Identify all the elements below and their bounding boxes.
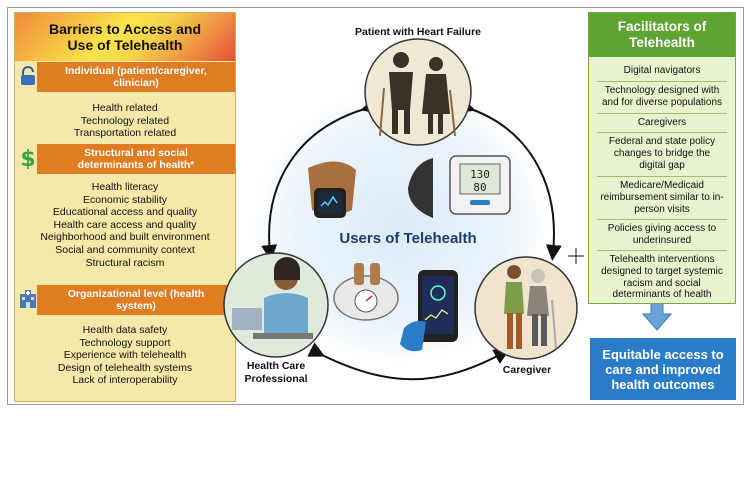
- professional-circle: [223, 252, 329, 358]
- lock-icon: [21, 66, 35, 85]
- divider: [597, 250, 727, 251]
- barrier-item: Structural racism: [85, 256, 165, 269]
- barrier-item: Economic stability: [82, 193, 168, 206]
- dollar-icon: $: [20, 147, 35, 169]
- barrier-item: Technology support: [79, 336, 171, 349]
- organizational-items: Health data safety Technology support Ex…: [15, 324, 235, 387]
- barrier-item: Lack of interoperability: [72, 374, 178, 387]
- divider: [597, 176, 727, 177]
- barrier-item: Transportation related: [73, 127, 177, 140]
- figure-frame: Barriers to Access and Use of Telehealth…: [7, 7, 744, 405]
- arrow-patient-professional: [261, 98, 378, 261]
- structural-items: Health literacy Economic stability Educa…: [15, 181, 235, 269]
- patient-label: Patient with Heart Failure: [354, 26, 482, 38]
- category-structural: Structural and social determinants of he…: [37, 144, 235, 174]
- arrow-professional-caregiver: [307, 342, 511, 381]
- divider: [597, 81, 727, 82]
- barrier-item: Experience with telehealth: [63, 349, 187, 362]
- users-title: Users of Telehealth: [339, 230, 477, 247]
- facilitator-item: Telehealth interventions designed to tar…: [601, 254, 723, 301]
- barrier-item: Design of telehealth systems: [57, 361, 193, 374]
- facilitator-item: Technology designed with and for diverse…: [601, 85, 723, 108]
- bp-monitor-icon: 130 80: [408, 155, 511, 218]
- barrier-item: Social and community context: [55, 243, 195, 256]
- barrier-item: Health related: [92, 102, 158, 114]
- facilitators-panel: Facilitators of Telehealth Digital navig…: [588, 12, 736, 304]
- professional-label: Health Care Professional: [244, 360, 308, 385]
- category-individual: Individual (patient/caregiver, clinician…: [37, 62, 235, 92]
- barriers-title: Barriers to Access and Use of Telehealth: [15, 13, 235, 61]
- bp-reading-top: 130: [470, 168, 490, 181]
- divider: [597, 219, 727, 220]
- patient-circle: [364, 38, 472, 146]
- facilitator-item: Digital navigators: [623, 65, 701, 76]
- facilitator-item: Policies giving access to underinsured: [607, 223, 717, 246]
- barriers-panel: Barriers to Access and Use of Telehealth…: [14, 12, 236, 402]
- barrier-item: Health care access and quality: [53, 218, 197, 231]
- facilitators-title: Facilitators of Telehealth: [589, 13, 735, 57]
- users-scene: 130 80: [223, 38, 673, 381]
- bp-reading-bottom: 80: [473, 181, 486, 194]
- divider: [597, 113, 727, 114]
- smartwatch-icon: [308, 161, 356, 218]
- divider: [597, 132, 727, 133]
- barrier-item: Neighborhood and built environment: [40, 231, 210, 244]
- barrier-item: Technology related: [80, 114, 170, 127]
- caregiver-label: Caregiver: [502, 364, 552, 376]
- outcome-box: Equitable access to care and improved he…: [590, 338, 736, 400]
- smartphone-icon: [400, 270, 458, 352]
- scale-icon: [333, 263, 399, 321]
- facilitator-item: Medicare/Medicaid reimbursement similar …: [600, 180, 724, 215]
- facilitator-item: Caregivers: [637, 117, 687, 128]
- crosshair-icon: [568, 248, 584, 264]
- svg-text:$: $: [20, 147, 35, 169]
- barrier-item: Health data safety: [82, 324, 168, 336]
- facilitator-item: Federal and state policy changes to brid…: [608, 136, 716, 171]
- hospital-icon: [20, 290, 36, 308]
- caregiver-circle: [474, 256, 578, 360]
- barrier-item: Educational access and quality: [52, 206, 198, 219]
- barriers-title-text: Barriers to Access and Use of Telehealth: [49, 21, 201, 53]
- barrier-item: Health literacy: [91, 181, 159, 193]
- outcome-text: Equitable access to care and improved he…: [602, 346, 724, 392]
- arrow-patient-caregiver: [457, 97, 562, 261]
- category-organizational: Organizational level (health system): [37, 285, 235, 315]
- individual-items: Health related Technology related Transp…: [15, 102, 235, 140]
